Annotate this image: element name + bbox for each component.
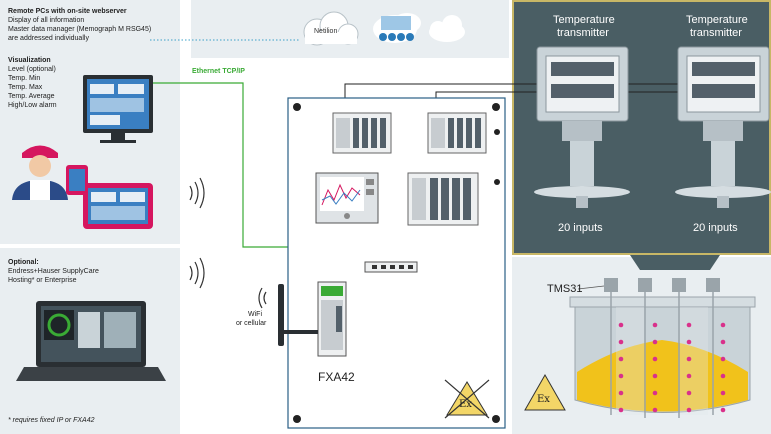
tablet-icon <box>83 183 153 229</box>
cabinet-screw <box>492 103 500 111</box>
visualization-item: Temp. Average <box>8 93 55 100</box>
cabinet-screw <box>293 415 301 423</box>
world-map-cloud-icon <box>373 13 421 43</box>
tms31-probe-1 <box>604 278 624 415</box>
transmitter-to-tank-cable-duct <box>630 255 720 270</box>
wireless-signal-icon-bottom <box>189 257 205 289</box>
ethernet-switch <box>364 261 418 273</box>
optional-line: Endress+Hauser SupplyCare <box>8 268 99 275</box>
desktop-monitor-icon <box>83 75 153 143</box>
ex-warning-icon-cabinet <box>444 379 490 419</box>
inputs-label-2: 20 inputs <box>693 222 738 234</box>
storage-tank <box>569 296 756 415</box>
optional-title: Optional: <box>8 259 39 266</box>
tms31-pointer <box>577 285 605 290</box>
visualization-item: Level (optional) <box>8 66 56 73</box>
antenna-signal-icon <box>258 287 267 309</box>
optional-line: Hosting* or Enterprise <box>8 277 77 284</box>
fxa42-gateway-device <box>317 281 347 357</box>
cabinet-screw <box>492 415 500 423</box>
visualization-item: Temp. Min <box>8 75 41 82</box>
visualization-item: Temp. Max <box>8 84 43 91</box>
cabinet-screw <box>293 103 301 111</box>
antenna-base <box>284 330 318 334</box>
antenna <box>278 284 284 346</box>
remote-pcs-line: Display of all information <box>8 17 85 24</box>
tms31-probe-4 <box>706 278 726 415</box>
wifi-label: or cellular <box>236 320 267 327</box>
laptop-icon <box>16 301 166 381</box>
netilion-cloud-icon <box>303 11 359 46</box>
transmitter-subtitle-2: transmitter <box>690 27 742 39</box>
cabinet-screw <box>494 179 500 185</box>
temperature-transmitter-2 <box>675 46 771 208</box>
wireless-signal-icon-top <box>189 177 205 209</box>
worker-avatar-icon <box>12 145 68 200</box>
power-supply-module-2 <box>427 112 487 154</box>
fxa42-label: FXA42 <box>318 370 355 384</box>
visualization-title: Visualization <box>8 57 51 64</box>
ex-hazard-icon-tank <box>524 373 566 411</box>
transmitter-title-2: Temperature <box>686 14 748 26</box>
wifi-label: WiFi <box>248 311 262 318</box>
remote-pcs-line: are addressed individually <box>8 35 89 42</box>
ex-symbol-tank: Ex <box>537 394 550 405</box>
power-supply-module-1 <box>332 112 392 154</box>
cabinet-screw <box>494 129 500 135</box>
io-module-rack <box>407 172 479 226</box>
tms31-probe-2 <box>638 278 658 418</box>
ex-symbol-cabinet: Ex <box>459 399 472 410</box>
netilion-label: Netilion <box>314 28 338 35</box>
visualization-item: High/Low alarm <box>8 102 57 109</box>
plain-cloud-icon <box>429 15 465 42</box>
tms31-probe-3 <box>672 278 692 418</box>
transmitter-title-1: Temperature <box>553 14 615 26</box>
remote-pcs-title: Remote PCs with on-site webserver <box>8 8 127 15</box>
data-manager-recorder <box>315 172 379 224</box>
inputs-label-1: 20 inputs <box>558 222 603 234</box>
ethernet-label: Ethernet TCP/IP <box>192 68 245 75</box>
smartphone-icon <box>66 165 88 195</box>
transmitter-subtitle-1: transmitter <box>557 27 609 39</box>
footnote: * requires fixed IP or FXA42 <box>8 417 95 424</box>
remote-pcs-line: Master data manager (Memograph M RSG45) <box>8 26 152 33</box>
tms31-label: TMS31 <box>547 283 583 295</box>
temperature-transmitter-1 <box>534 46 630 208</box>
